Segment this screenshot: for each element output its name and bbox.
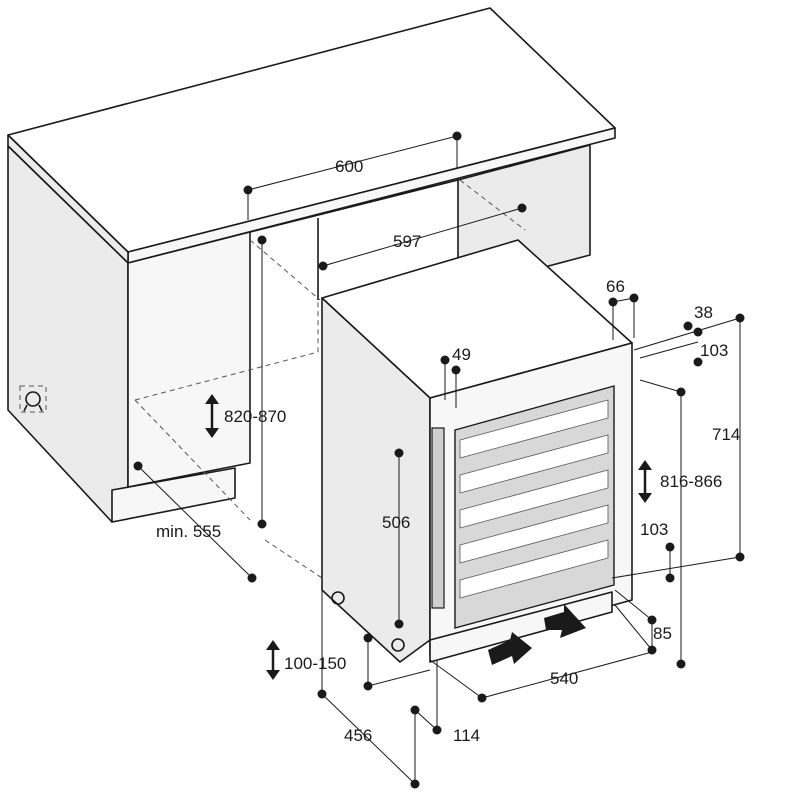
adjust-arrow-816-866 bbox=[638, 460, 652, 503]
label-plinth-height: 100-150 bbox=[284, 654, 346, 673]
cabinet-plinth bbox=[111, 467, 236, 523]
label-handle-offset: 49 bbox=[452, 345, 471, 364]
label-niche-height: 820-870 bbox=[224, 407, 286, 426]
label-top-offset-a: 38 bbox=[694, 303, 713, 322]
airflow-arrows bbox=[488, 604, 586, 665]
wine-shelves bbox=[459, 399, 609, 599]
foot-left bbox=[331, 591, 345, 605]
adjust-arrow-100-150 bbox=[266, 640, 280, 680]
label-door-offset-top: 66 bbox=[606, 277, 625, 296]
cooler-side bbox=[321, 297, 431, 663]
niche-dashed-3 bbox=[249, 239, 321, 301]
niche-floor-dashed-2 bbox=[134, 399, 251, 521]
door-handle bbox=[431, 427, 445, 609]
niche-dashed-4 bbox=[459, 179, 526, 231]
dimension-dots bbox=[133, 131, 745, 789]
power-socket-icon bbox=[19, 385, 47, 413]
adjust-arrow-820-870 bbox=[205, 394, 219, 438]
label-base-width: 540 bbox=[550, 669, 578, 688]
wine-cooler bbox=[321, 239, 633, 663]
label-niche-depth: min. 555 bbox=[156, 522, 221, 541]
foot-front bbox=[391, 638, 405, 652]
label-top-offset-b: 103 bbox=[700, 341, 728, 360]
dimension-lines bbox=[137, 135, 741, 785]
air-exhaust-arrow bbox=[544, 604, 586, 638]
label-niche-width: 597 bbox=[393, 232, 421, 251]
niche-top-line bbox=[249, 179, 459, 233]
label-overall-height: 714 bbox=[712, 425, 740, 444]
label-adjust-height: 816-866 bbox=[660, 472, 722, 491]
label-side-height: 506 bbox=[382, 513, 410, 532]
label-plinth-depth: 85 bbox=[653, 624, 672, 643]
label-lower-offset: 103 bbox=[640, 520, 668, 539]
niche-floor-dashed bbox=[134, 300, 319, 401]
label-foot-offset: 114 bbox=[453, 726, 480, 745]
niche-dashed-5 bbox=[264, 539, 326, 581]
label-cabinet-width: 600 bbox=[335, 157, 363, 176]
cabinet-left-front bbox=[127, 231, 251, 488]
air-intake-arrow bbox=[488, 632, 532, 665]
kitchen-cabinet bbox=[7, 7, 616, 581]
label-depth-bottom: 456 bbox=[344, 726, 372, 745]
